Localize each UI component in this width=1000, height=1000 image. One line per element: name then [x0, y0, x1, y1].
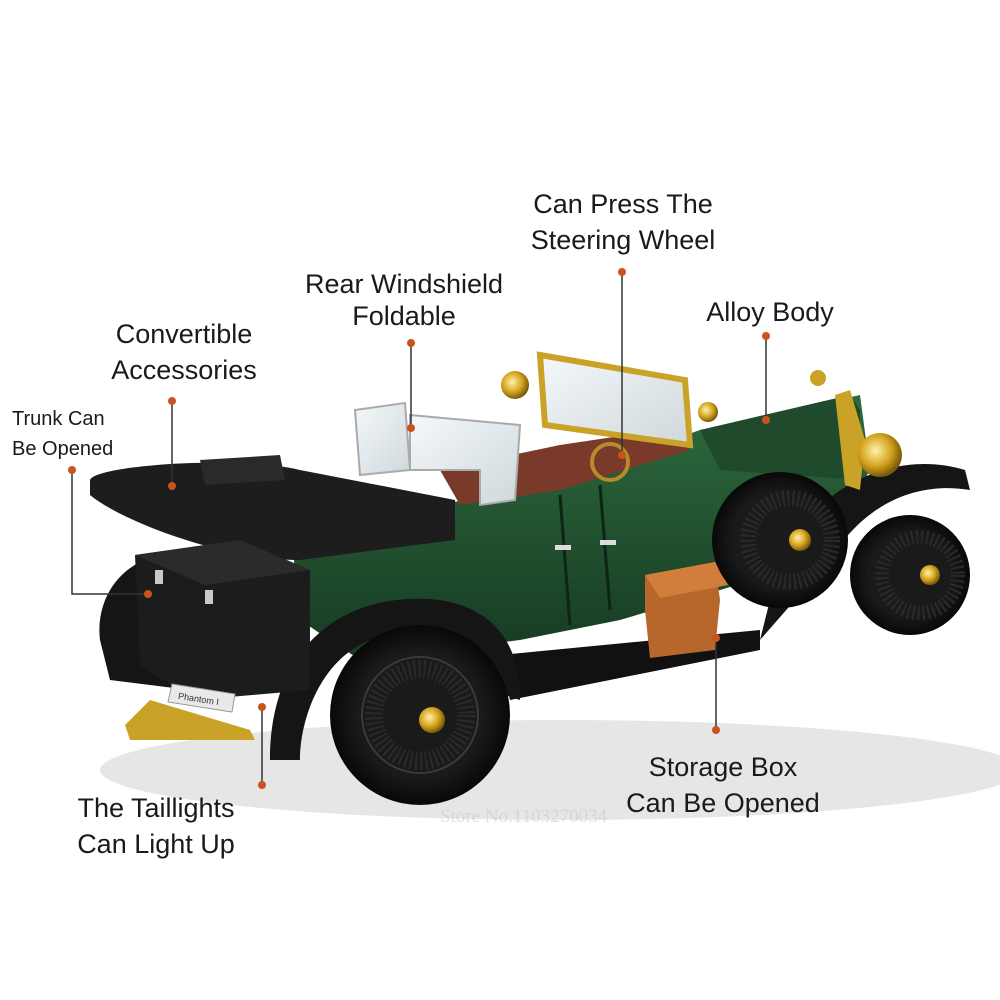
trunk-latch [155, 570, 163, 584]
rear-windshield [353, 401, 412, 477]
callout-line: Foldable [352, 301, 456, 331]
callout-line: Convertible [115, 319, 253, 349]
callout-line: Can Light Up [77, 829, 235, 859]
brass-lamp [698, 402, 718, 422]
callout-line: Storage Box [648, 752, 798, 782]
rear-windshield-pane [409, 413, 522, 507]
storage-box-lid [645, 562, 728, 598]
trunk-latch [205, 590, 213, 604]
callout-line: Trunk Can [12, 408, 105, 430]
callout-rear-windshield: Rear Windshield Foldable [290, 268, 518, 332]
front-windshield [536, 351, 694, 449]
callout-line: The Taillights [77, 793, 235, 823]
callout-leaders [71, 272, 767, 785]
soft-top [90, 462, 455, 560]
brass-lamp [501, 371, 529, 399]
door-handle [555, 545, 571, 550]
car-hood [700, 395, 860, 480]
radiator [835, 390, 865, 490]
rear-bumper [125, 700, 255, 740]
callout-steering-wheel: Can Press The Steering Wheel [512, 186, 734, 258]
door-line [558, 494, 572, 626]
callout-alloy-body: Alloy Body [690, 294, 850, 330]
callout-line: Rear Windshield [304, 269, 504, 299]
steering-wheel [590, 442, 630, 482]
rear-wheel [330, 625, 510, 805]
middle-spare-wheel [712, 472, 848, 608]
callout-line: Can Press The [533, 189, 713, 219]
ground-shadow [100, 720, 1000, 820]
headlamp [858, 433, 902, 477]
callout-convertible: Convertible Accessories [96, 316, 272, 388]
front-wheel [850, 515, 970, 635]
callout-line: Can Be Opened [626, 788, 820, 818]
license-plate [167, 683, 236, 713]
mascot [810, 370, 826, 386]
callout-taillights: The Taillights Can Light Up [58, 790, 254, 862]
door-handle [600, 540, 616, 545]
callout-line: Be Opened [12, 438, 114, 460]
trunk-box [135, 540, 310, 700]
running-board [500, 630, 760, 700]
callout-trunk: Trunk Can Be Opened [12, 404, 152, 464]
callout-storage-box: Storage Box Can Be Opened [608, 749, 838, 821]
callout-line: Alloy Body [706, 297, 834, 327]
callout-line: Accessories [111, 355, 257, 385]
trunk-lid [135, 540, 310, 585]
callout-line: Steering Wheel [530, 225, 716, 255]
door-line [598, 484, 612, 611]
store-watermark: Store No.1103270034 [440, 806, 608, 827]
soft-top-cover [200, 455, 285, 485]
callout-dots [68, 268, 770, 789]
